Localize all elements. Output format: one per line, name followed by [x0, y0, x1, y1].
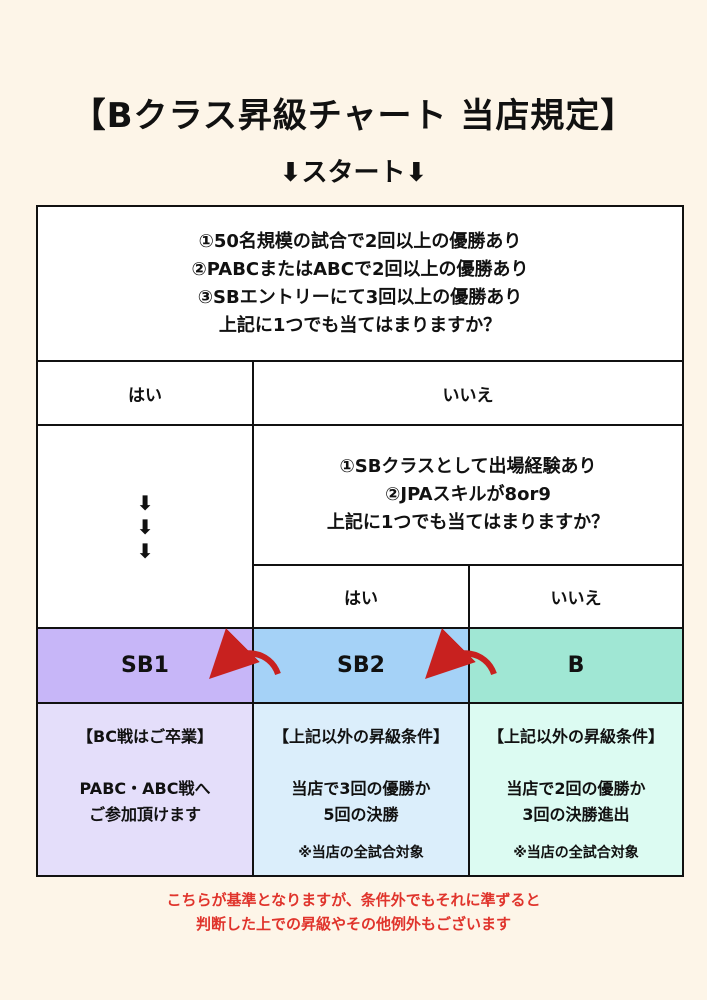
- page-title: 【Bクラス昇級チャート 当店規定】: [71, 96, 636, 136]
- desc-b-line-2: 3回の決勝進出: [522, 805, 630, 824]
- footer-line-2: 判断した上での昇級やその他例外もございます: [195, 915, 511, 933]
- desc-sb2-line-2: 5回の決勝: [323, 805, 399, 824]
- desc-sb2-line-1: 当店で3回の優勝か: [291, 779, 431, 798]
- footer-line-1: こちらが基準となりますが、条件外でもそれに準ずると: [166, 891, 541, 909]
- desc-b-heading: 【上記以外の昇級条件】: [487, 727, 664, 746]
- desc-sb1: 【BC戦はご卒業】 PABC・ABC戦へ ご参加頂けます: [36, 702, 254, 877]
- question-1-line-1: ①50名規模の試合で2回以上の優勝あり: [198, 230, 522, 252]
- level-b: B: [468, 627, 684, 704]
- desc-b-note: ※当店の全試合対象: [513, 845, 639, 861]
- desc-sb1-line-1: PABC・ABC戦へ: [79, 779, 211, 798]
- question-1-no: いいえ: [252, 360, 684, 426]
- question-2-yes: はい: [252, 564, 470, 629]
- down-arrows-cell: ⬇ ⬇ ⬇: [36, 424, 254, 629]
- down-arrow-icon: ⬇: [136, 514, 154, 539]
- desc-b-line-1: 当店で2回の優勝か: [506, 779, 646, 798]
- question-1-yes: はい: [36, 360, 254, 426]
- down-arrow-icon: ⬇: [136, 538, 154, 563]
- question-2-box: ①SBクラスとして出場経験あり ②JPAスキルが8or9 上記に1つでも当てはま…: [252, 424, 684, 566]
- question-1-box: ①50名規模の試合で2回以上の優勝あり ②PABCまたはABCで2回以上の優勝あ…: [36, 205, 684, 362]
- question-2-line-3: 上記に1つでも当てはまりますか？: [326, 512, 610, 533]
- footer-note: こちらが基準となりますが、条件外でもそれに準ずると 判断した上での昇級やその他例…: [0, 888, 707, 936]
- question-1-line-3: ③SBエントリーにて3回以上の優勝あり: [197, 286, 523, 308]
- desc-sb1-heading: 【BC戦はご卒業】: [77, 727, 213, 746]
- level-sb1: SB1: [36, 627, 254, 704]
- desc-sb1-line-2: ご参加頂けます: [88, 805, 201, 824]
- question-2-line-2: ②JPAスキルが8or9: [385, 484, 551, 505]
- desc-b: 【上記以外の昇級条件】 当店で2回の優勝か 3回の決勝進出 ※当店の全試合対象: [468, 702, 684, 877]
- question-2-line-1: ①SBクラスとして出場経験あり: [339, 456, 597, 477]
- desc-sb2-note: ※当店の全試合対象: [298, 845, 424, 861]
- question-1-line-2: ②PABCまたはABCで2回以上の優勝あり: [191, 258, 529, 280]
- question-2-no: いいえ: [468, 564, 684, 629]
- down-arrow-icon: ⬇: [136, 490, 154, 515]
- question-1-line-4: 上記に1つでも当てはまりますか？: [218, 314, 502, 336]
- level-sb2: SB2: [252, 627, 470, 704]
- desc-sb2: 【上記以外の昇級条件】 当店で3回の優勝か 5回の決勝 ※当店の全試合対象: [252, 702, 470, 877]
- desc-sb2-heading: 【上記以外の昇級条件】: [272, 727, 449, 746]
- start-label: ⬇スタート⬇: [279, 158, 428, 188]
